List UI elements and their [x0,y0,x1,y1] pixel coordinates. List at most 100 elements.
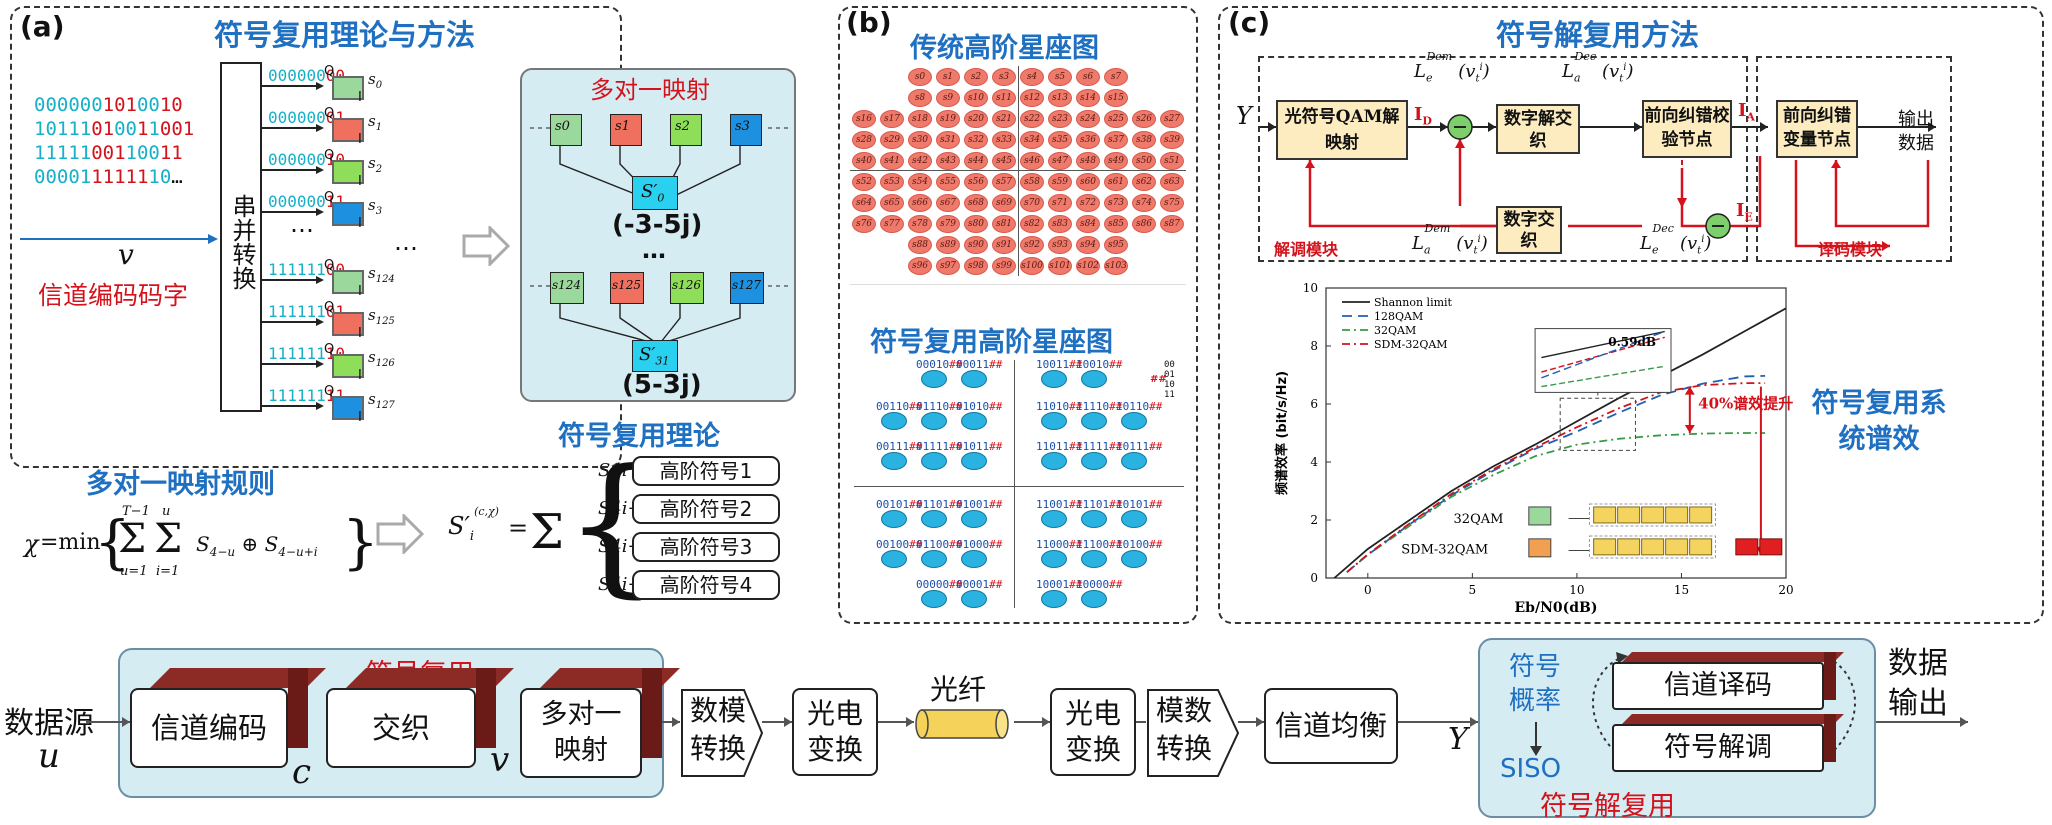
input-y: Y [1236,102,1252,130]
block-oe1: 光电变换 [792,688,878,776]
constellation-point: s67 [936,194,960,212]
sdm-point-label: 00001## [956,578,1003,591]
sdm-point [961,550,987,568]
sdm-point-label: 10011## [1036,358,1083,371]
constellation-marker: Q I s125 [324,300,395,341]
constellation-point: s24 [1076,110,1100,128]
sdm-point-label: 10101## [1116,498,1163,511]
output-data-label: 输出数据 [1898,109,1934,154]
sdm-point [1041,550,1067,568]
constellation-point: s85 [1104,215,1128,233]
sdm-point-label: 10010## [1076,358,1123,371]
many-to-one-title: 多对一映射 [590,76,710,104]
constellation-point: s74 [1132,194,1156,212]
constellation-point: s86 [1132,215,1156,233]
sdm-point [1121,412,1147,430]
label-la-dem: LaDem(vti) [1412,222,1488,257]
legend-entry: Shannon limit [1374,296,1453,309]
bit-box [1641,538,1665,556]
constellation-marker: Q I s124 [324,258,395,299]
constellation-point: s91 [992,236,1016,254]
decoder-loop-lines [1260,114,1936,251]
constellation-point: s16 [852,110,876,128]
constellation-point: s17 [880,110,904,128]
hollow-arrow-icon [376,514,425,554]
panel-b-title-top: 传统高阶星座图 [910,33,1099,64]
constellation-marker: Q I s3 [324,190,383,231]
y-tick-label: 4 [1310,455,1318,469]
sdm-point [1041,452,1067,470]
mini-constellations: Q I s0 Q I s1 Q I s2 Q I s3 … Q I s124 Q… [324,62,444,425]
y-var: Y [1448,722,1468,757]
bit-box [1689,506,1713,524]
constellation-point: s35 [1048,131,1072,149]
x-tick-label: 0 [1364,583,1372,597]
sdm-point [1041,412,1067,430]
constellation-point: s55 [936,173,960,191]
constellation-point: s100 [1020,257,1044,275]
constellation-point: s62 [1132,173,1156,191]
sdm-point [961,412,987,430]
constellation-point: s76 [852,215,876,233]
sdm-point [961,452,987,470]
constellation-point: s34 [1020,131,1044,149]
constellation-point: s15 [1104,89,1128,107]
constellation-point: s98 [964,257,988,275]
symbol-box-sdm [1528,538,1552,558]
constellation-point: s7 [1104,68,1128,86]
gain-arrowhead [1684,386,1695,395]
constellation-point: s42 [908,152,932,170]
sdm-point-label: 11100## [1076,538,1123,551]
constellation-point: s58 [1020,173,1044,191]
x-axis-label: Eb/N0(dB) [1515,600,1598,616]
constellation-point: s22 [1020,110,1044,128]
constellation-point: s14 [1076,89,1100,107]
y-axis-label: 频谱效率 (bit/s/Hz) [1274,371,1290,495]
constellation-point: s59 [1048,173,1072,191]
constellation-point: s102 [1076,257,1100,275]
sdm-point [881,550,907,568]
constellation-marker: Q I s127 [324,384,395,425]
symbol-s1: s1 [610,114,642,146]
row-label-32qam: 32QAM [1454,512,1504,527]
sdm-point [921,590,947,608]
constellation-point: s75 [1160,194,1184,212]
symbol-box-32qam [1528,506,1552,526]
constellation-point: s19 [936,110,960,128]
series-line [1333,307,1787,579]
sp-output-lines [262,82,324,410]
constellation-point: s96 [908,257,932,275]
block-deinterleave: 数字解交织 [1496,104,1580,154]
sdm-point [881,452,907,470]
sdm-point-label: 01110## [916,400,963,413]
sdm-point-label: 11110## [1076,400,1123,413]
constellation-point: s64 [852,194,876,212]
symbol-s126: s126 [670,272,704,304]
gain-arrowhead [1684,425,1695,433]
constellation-point: s33 [992,131,1016,149]
ellipsis-mid: … [394,228,418,256]
c-var: c [292,752,312,792]
block-oe2: 光电变换 [1050,688,1136,776]
sdm-point-label: 11000## [1036,538,1083,551]
sdm-point [921,550,947,568]
sdm-point-label: 00101## [876,498,923,511]
constellation-point: s68 [964,194,988,212]
bit-box [1593,506,1617,524]
adc-shape [1147,689,1240,777]
block-check-node: 前向纠错校验节点 [1642,100,1732,158]
symbol-s2: s2 [670,114,702,146]
sdm-point [881,412,907,430]
x-tick-label: 10 [1569,583,1584,597]
constellation-point: s40 [852,152,876,170]
sdm-point-label: 00010## [916,358,963,371]
flow-lines [86,717,1968,727]
sdm-point-label: 01000## [956,538,1003,551]
constellation-point: s87 [1160,215,1184,233]
label-ie: IE [1736,200,1753,224]
panel-b-label: (b) [846,6,892,39]
high-order-symbol-3: 高阶符号3 [632,532,780,562]
data-source-label: 数据源 [4,706,94,741]
decode-module-label: 译码模块 [1818,240,1883,259]
legend-entry: SDM-32QAM [1374,338,1448,351]
